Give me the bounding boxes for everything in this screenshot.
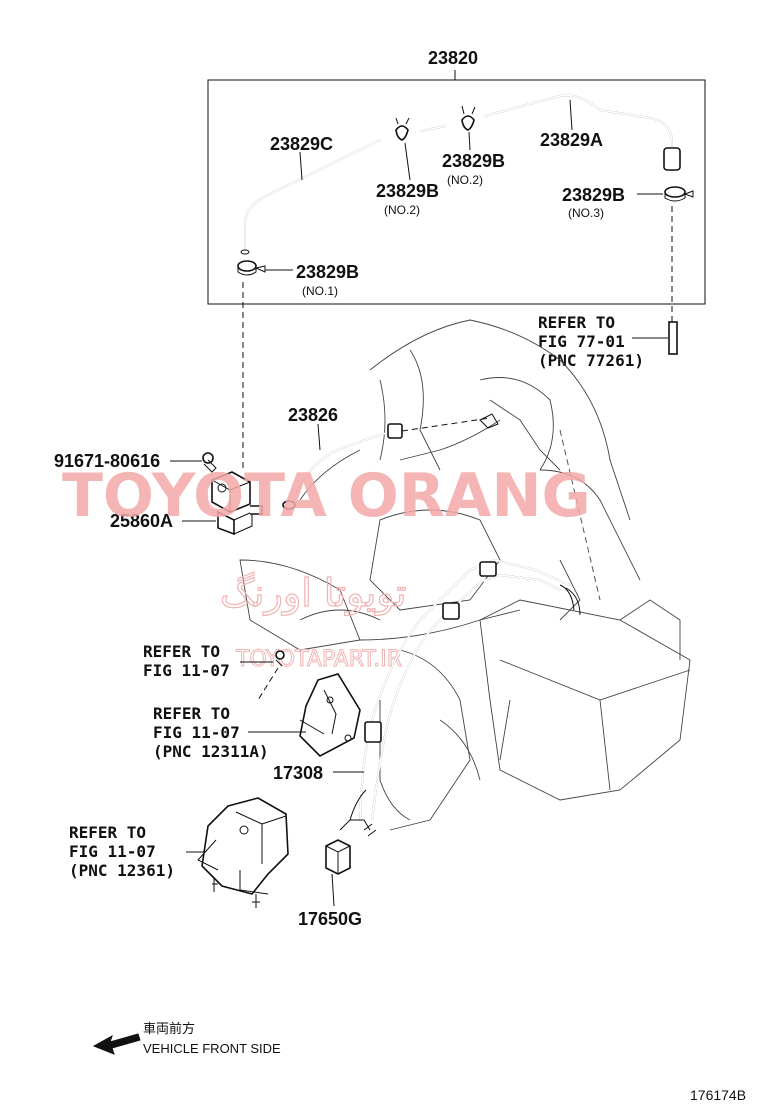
hose-23829C[interactable]: [240, 139, 381, 255]
ref4-line3: (PNC 12361): [69, 861, 175, 880]
connector-dash-23826: [401, 417, 491, 432]
label-23829B-bottom: 23829B: [296, 262, 359, 282]
clip-23829B-right[interactable]: [664, 186, 694, 202]
label-91671-80616: 91671-80616: [54, 451, 160, 471]
watermark-main: TOYOTA ORANG: [62, 461, 591, 531]
figure-id: 176174B: [690, 1087, 746, 1103]
label-23829B-left-mid: 23829B: [376, 181, 439, 201]
ref1-line1: REFER TO: [538, 313, 615, 332]
ref3-line2: FIG 11-07: [153, 723, 240, 742]
ref4-line2: FIG 11-07: [69, 842, 156, 861]
label-23820: 23820: [428, 48, 478, 68]
label-25860A: 25860A: [110, 511, 173, 531]
clip-23829B-top-mid[interactable]: [461, 105, 476, 131]
clip-23829B-left-mid[interactable]: [395, 117, 410, 141]
watermark-arabic: تویوتا اورنگ: [220, 571, 407, 616]
label-17650G: 17650G: [298, 909, 362, 929]
mount-12361: [197, 797, 289, 908]
clip-23829B-bottom[interactable]: [237, 260, 266, 276]
label-23829A: 23829A: [540, 130, 603, 150]
vehicle-front-jp: 車両前方: [143, 1021, 195, 1036]
label-23829C: 23829C: [270, 134, 333, 154]
note-23829B-bottom: (NO.1): [302, 284, 338, 298]
ref4-line1: REFER TO: [69, 823, 146, 842]
ref2-line2: FIG 11-07: [143, 661, 230, 680]
note-23829B-top-mid: (NO.2): [447, 173, 483, 187]
label-23829B-right: 23829B: [562, 185, 625, 205]
engine-outline: [239, 319, 691, 831]
bracket-12311A: [299, 673, 361, 757]
hose-23829A[interactable]: [484, 94, 681, 171]
short-pipe[interactable]: [419, 125, 447, 132]
ref1-line2: FIG 77-01: [538, 332, 625, 351]
label-17308: 17308: [273, 763, 323, 783]
label-23826: 23826: [288, 405, 338, 425]
ref3-line3: (PNC 12311A): [153, 742, 269, 761]
hose-23826[interactable]: [282, 423, 403, 510]
vsv-25860A[interactable]: [211, 471, 263, 536]
ref1-line3: (PNC 77261): [538, 351, 644, 370]
ref3-line1: REFER TO: [153, 704, 230, 723]
pipe-77261: [668, 321, 678, 355]
note-23829B-right: (NO.3): [568, 206, 604, 220]
hose-assembly-box: 23820: [207, 48, 706, 305]
note-23829B-left-mid: (NO.2): [384, 203, 420, 217]
hose-17308[interactable]: [359, 559, 581, 821]
watermark-site: TOYOTAPART.IR: [235, 647, 402, 672]
bolt-ref-11-07: [275, 650, 285, 667]
bolt-91671-80616[interactable]: [202, 452, 217, 473]
label-23829B-top-mid: 23829B: [442, 151, 505, 171]
vehicle-front-arrow-icon: [92, 1033, 141, 1055]
vsv-17650G[interactable]: [325, 789, 377, 875]
ref2-line1: REFER TO: [143, 642, 220, 661]
vehicle-front-en: VEHICLE FRONT SIDE: [143, 1041, 281, 1056]
